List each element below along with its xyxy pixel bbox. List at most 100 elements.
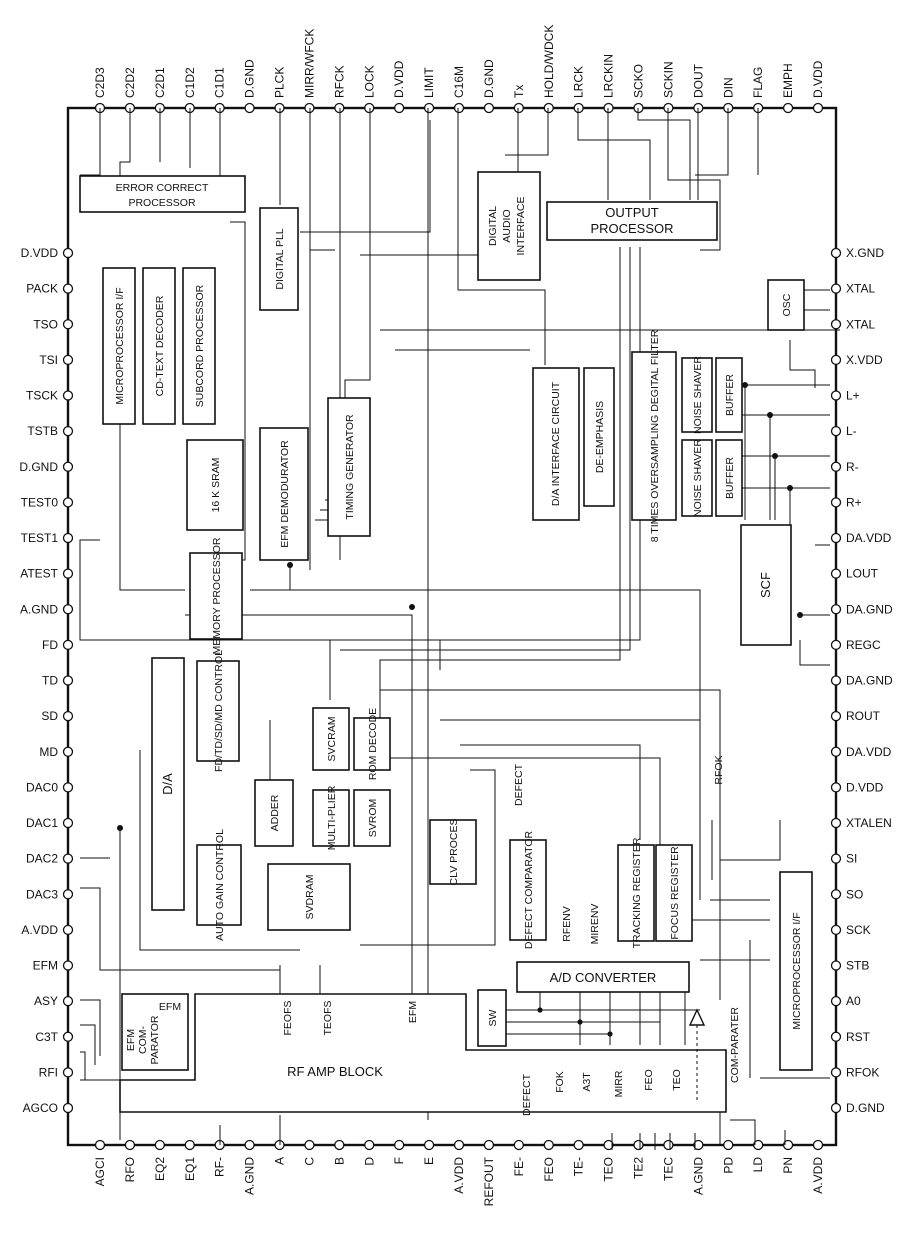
pin-label: A.GND	[20, 602, 58, 616]
pin-label: A0	[846, 994, 861, 1008]
pin-terminal	[573, 102, 584, 114]
right-pins: X.GNDXTALXTALX.VDDL+L-R-R+DA.VDDLOUTDA.G…	[830, 246, 893, 1115]
pin-label: D.VDD	[811, 60, 825, 98]
svg-text:SUBCORD PROCESSOR: SUBCORD PROCESSOR	[194, 284, 206, 407]
pin-label: A.VDD	[21, 923, 58, 937]
svg-text:8 TIMES OVERSAMPLING DEGITAL F: 8 TIMES OVERSAMPLING DEGITAL FILTER	[649, 329, 661, 542]
block-auto-gain-control: AUTO GAIN CONTROL	[196, 829, 242, 941]
pin-label: XTALEN	[846, 816, 892, 830]
pin-label: ROUT	[846, 709, 881, 723]
pin-terminal	[543, 1139, 554, 1151]
pin-label: DAC1	[26, 816, 58, 830]
pin-terminal	[830, 639, 842, 651]
pin-label: EFM	[33, 959, 58, 973]
pin-label: R+	[846, 495, 862, 509]
pin-terminal	[830, 1102, 842, 1114]
pin-terminal	[603, 1139, 614, 1151]
block-fdtdsdmd-control: FD/TD/SD/MD CONTROL	[196, 650, 240, 772]
pin-label: SCK	[846, 923, 871, 937]
internal-wiring	[79, 108, 840, 1150]
pin-label: SO	[846, 887, 863, 901]
block-ad-converter: A/D CONVERTER	[516, 961, 690, 993]
pin-label: TE-	[572, 1157, 586, 1176]
pin-label: ASY	[34, 994, 58, 1008]
svg-text:OUTPUT: OUTPUT	[605, 205, 659, 220]
pin-terminal	[124, 1139, 136, 1151]
block-memory-processor: MEMORY PROCESSOR	[189, 537, 243, 654]
pin-terminal	[483, 102, 495, 114]
pin-terminal	[830, 817, 842, 829]
pin-terminal	[830, 675, 842, 686]
svg-text:RFOK: RFOK	[713, 755, 725, 784]
svg-text:COM-PARATER: COM-PARATER	[729, 1007, 741, 1083]
pin-label: PD	[721, 1157, 735, 1174]
pin-terminal	[62, 1102, 74, 1114]
pin-terminal	[663, 1139, 674, 1151]
pin-label: C2D3	[93, 67, 107, 98]
block-defect-comparator: DEFECT COMPARATOR	[509, 830, 547, 949]
pin-terminal	[830, 746, 842, 757]
pin-terminal	[364, 102, 375, 114]
pin-terminal	[62, 782, 74, 793]
block-adder: ADDER	[254, 779, 294, 847]
pin-label: PACK	[26, 282, 58, 296]
pin-terminal	[62, 247, 74, 259]
pin-terminal	[830, 1067, 842, 1078]
pin-terminal	[364, 1139, 375, 1151]
pin-label: L-	[846, 424, 857, 438]
pin-label: EQ1	[183, 1157, 197, 1181]
svg-text:FOCUS REGISTER: FOCUS REGISTER	[669, 846, 681, 940]
pin-label: LOCK	[362, 65, 376, 98]
block-efm-demodulator: EFM DEMODURATOR	[259, 427, 309, 561]
pin-label: C2D2	[123, 67, 137, 98]
pin-label: TSTB	[27, 424, 58, 438]
svg-text:AUTO GAIN CONTROL: AUTO GAIN CONTROL	[214, 829, 226, 941]
pin-terminal	[62, 675, 74, 686]
block-subcode-processor: SUBCORD PROCESSOR	[182, 267, 216, 425]
pin-label: DAC3	[26, 887, 58, 901]
pin-terminal	[154, 1139, 165, 1151]
pin-label: TEO	[602, 1157, 616, 1182]
pin-terminal	[334, 102, 345, 114]
pin-terminal	[62, 960, 74, 971]
pin-label: B	[332, 1157, 346, 1165]
svg-text:MICROPROCESSOR I/F: MICROPROCESSOR I/F	[791, 912, 803, 1029]
block-rom-decode: ROM DECODE	[353, 708, 391, 780]
svg-text:SW: SW	[487, 1009, 499, 1026]
pin-label: D.VDD	[846, 780, 884, 794]
svg-text:MULTI-PLIER: MULTI-PLIER	[326, 785, 338, 850]
pin-terminal	[830, 390, 842, 401]
pin-label: DA.VDD	[846, 745, 892, 759]
pin-label: SI	[846, 852, 857, 866]
block-sw: SW	[477, 989, 507, 1047]
svg-text:FEO: FEO	[643, 1069, 655, 1091]
pin-label: DOUT	[691, 63, 705, 98]
pin-terminal	[830, 283, 842, 294]
pin-terminal	[62, 604, 74, 615]
block-digital-audio-interface: DIGITAL AUDIO INTERFACE	[477, 171, 541, 281]
block-svdram: SVDRAM	[267, 863, 351, 931]
block-cd-text-decoder: CD-TEXT DECODER	[142, 267, 176, 425]
pin-label: RFOK	[846, 1065, 879, 1079]
svg-text:EFM: EFM	[125, 1029, 137, 1051]
block-16k-sram: 16 K SRAM	[186, 439, 244, 531]
pin-terminal	[62, 497, 74, 508]
block-focus-register: FOCUS REGISTER	[655, 844, 693, 942]
svg-text:FOK: FOK	[554, 1071, 566, 1093]
pin-terminal	[603, 102, 614, 114]
svg-text:NOISE SHAVER: NOISE SHAVER	[692, 356, 704, 434]
pin-terminal	[94, 1139, 106, 1151]
pin-label: A.GND	[243, 1157, 257, 1195]
svg-text:PROCESSOR: PROCESSOR	[590, 221, 673, 236]
svg-text:TEO: TEO	[671, 1069, 683, 1091]
left-pins: D.VDDPACKTSOTSITSCKTSTBD.GNDTEST0TEST1AT…	[19, 246, 74, 1115]
svg-text:MIRR: MIRR	[613, 1070, 625, 1097]
pin-label: C3T	[35, 1030, 58, 1044]
block-scf: SCF	[740, 524, 792, 646]
svg-text:BUFFER: BUFFER	[724, 374, 736, 416]
pin-label: TSO	[33, 317, 58, 331]
pin-terminal	[723, 1139, 734, 1151]
svg-text:BUFFER: BUFFER	[724, 457, 736, 499]
pin-label: PN	[781, 1157, 795, 1174]
